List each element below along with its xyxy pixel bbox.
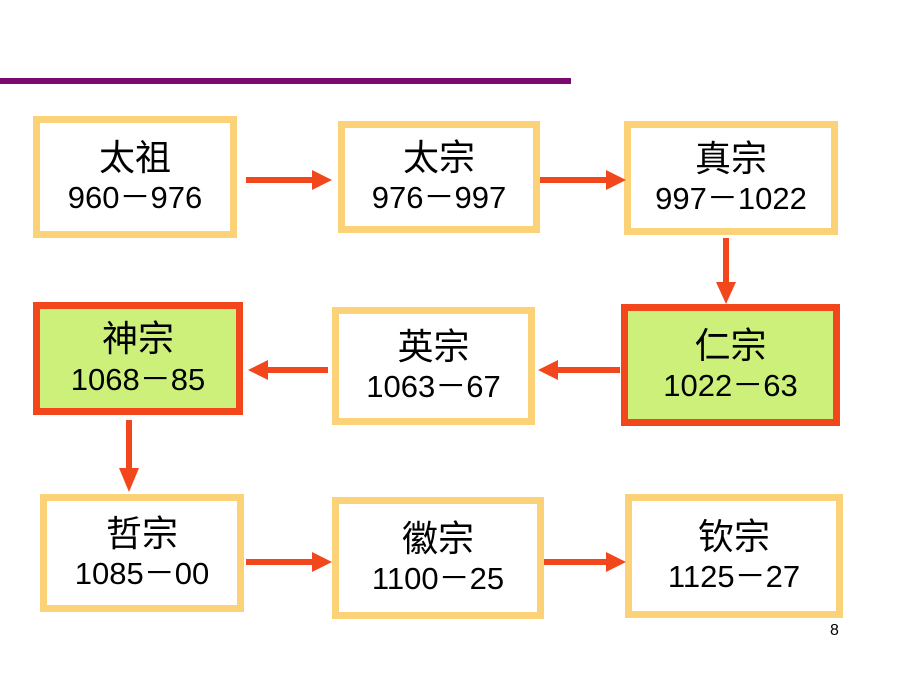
arrow-right-icon: [540, 170, 626, 190]
arrow-right-icon: [246, 552, 332, 572]
emperor-name: 神宗: [101, 319, 174, 361]
emperor-name: 仁宗: [694, 325, 767, 367]
emperor-name: 英宗: [397, 326, 470, 368]
arrow-left-icon: [248, 360, 328, 380]
emperor-box-taizong: 太宗 976－997: [338, 121, 540, 233]
reign-years: 1125－27: [667, 559, 801, 595]
arrow-down-icon: [716, 238, 736, 304]
reign-years: 1068－85: [70, 361, 206, 397]
title-rule: [0, 78, 571, 84]
emperor-box-renzong: 仁宗 1022－63: [621, 304, 840, 426]
emperor-box-qinzong: 钦宗 1125－27: [625, 494, 843, 618]
reign-years: 976－997: [371, 180, 507, 216]
arrow-right-icon: [544, 552, 626, 572]
emperor-name: 钦宗: [697, 516, 770, 558]
emperor-name: 太宗: [402, 137, 475, 179]
reign-years: 997－1022: [655, 181, 807, 217]
emperor-box-taizu: 太祖 960－976: [33, 116, 237, 238]
emperor-name: 徽宗: [401, 518, 474, 560]
page-number: 8: [830, 622, 839, 639]
reign-years: 1085－00: [74, 556, 210, 592]
arrow-left-icon: [538, 360, 620, 380]
reign-years: 1100－25: [371, 561, 505, 597]
emperor-box-zhezong: 哲宗 1085－00: [40, 494, 244, 612]
reign-years: 960－976: [67, 180, 203, 216]
reign-years: 1063－67: [366, 369, 501, 405]
emperor-box-shenzong: 神宗 1068－85: [33, 302, 243, 415]
emperor-box-yingzong: 英宗 1063－67: [332, 307, 535, 425]
arrow-down-icon: [119, 420, 139, 492]
emperor-name: 太祖: [98, 137, 171, 179]
reign-years: 1022－63: [663, 368, 798, 404]
emperor-name: 真宗: [694, 138, 767, 180]
emperor-box-zhenzong: 真宗 997－1022: [624, 121, 838, 235]
arrow-right-icon: [246, 170, 332, 190]
emperor-box-huizong: 徽宗 1100－25: [332, 497, 544, 619]
emperor-name: 哲宗: [105, 513, 178, 555]
